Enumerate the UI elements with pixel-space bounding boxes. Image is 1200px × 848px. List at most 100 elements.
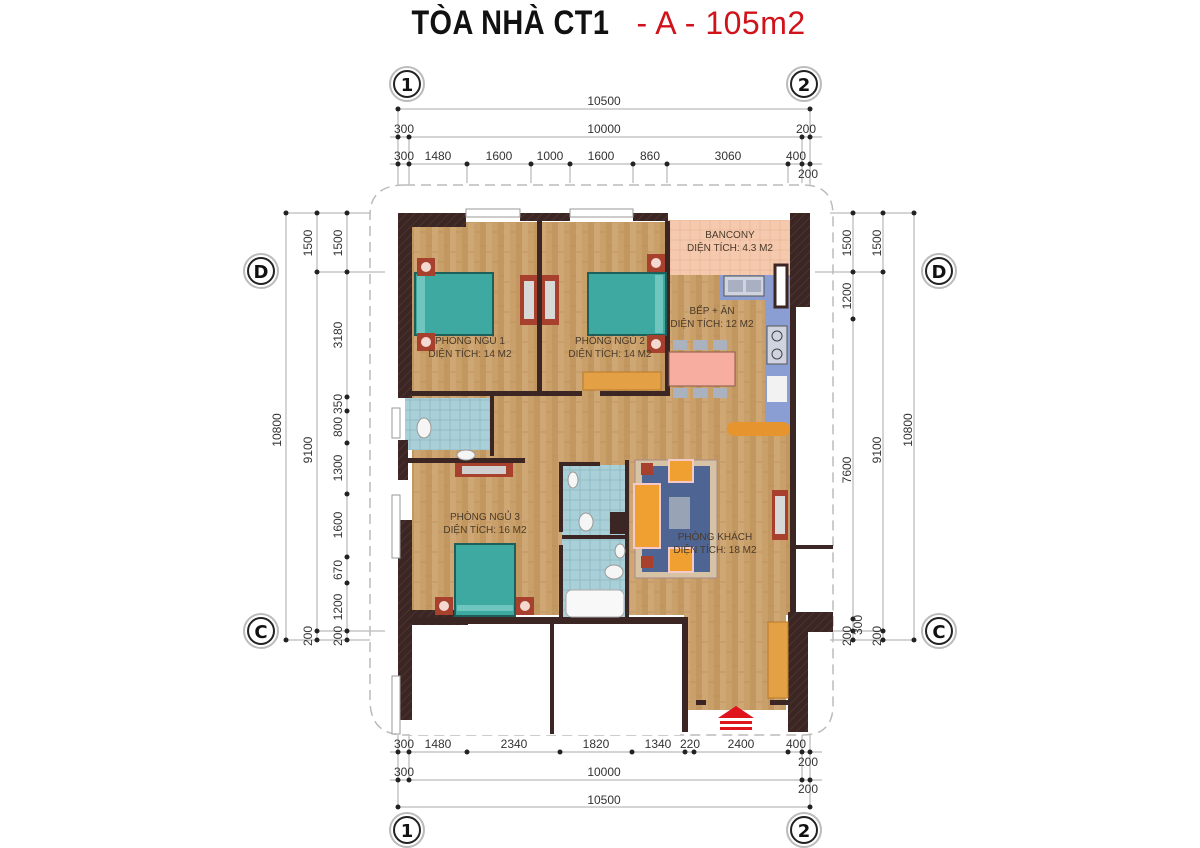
svg-text:1500: 1500	[331, 229, 345, 256]
top-dimensions: 10500 300 10000 200 300 1480 1600 1000 1…	[394, 94, 818, 181]
walls	[398, 213, 833, 732]
svg-text:D: D	[254, 262, 269, 283]
svg-text:200: 200	[798, 167, 818, 181]
right-dimensions: 10800 1500 9100 200 1500 1200 7600 300 2…	[840, 229, 915, 646]
stove-icon	[766, 325, 788, 365]
entrance-arrow-icon	[718, 706, 754, 730]
washbasin-3-icon	[614, 543, 626, 559]
room-name-kitchen: BẾP + ĂN	[689, 304, 734, 317]
wardrobe-1-icon	[520, 275, 559, 325]
bottom-dimensions: 300 1480 2340 1820 1340 220 2400 400 200…	[394, 737, 818, 807]
svg-text:10800: 10800	[270, 413, 284, 447]
room-name-bedroom-3: PHÒNG NGỦ 3	[450, 510, 520, 523]
wardrobe-3-icon	[455, 463, 513, 477]
svg-text:10800: 10800	[901, 413, 915, 447]
building-outline	[369, 184, 834, 736]
unit-type-area: - A - 105m2	[627, 5, 806, 41]
living-set-icon	[633, 459, 718, 579]
svg-text:1: 1	[401, 821, 414, 842]
room-name-bedroom-2: PHÒNG NGỦ 2	[575, 334, 645, 347]
grid-axis-d-left: D	[243, 253, 279, 289]
left-dimensions: 10800 1500 9100 200 1500 3180 350 800 13…	[270, 229, 345, 646]
svg-text:1000: 1000	[537, 149, 564, 163]
svg-text:10500: 10500	[587, 94, 621, 108]
svg-text:350: 350	[331, 394, 345, 414]
room-name-living-room: PHÒNG KHÁCH	[678, 530, 752, 543]
svg-text:1200: 1200	[331, 593, 345, 620]
desk-icon	[582, 371, 662, 391]
svg-text:1600: 1600	[331, 511, 345, 538]
windows	[391, 208, 789, 735]
svg-text:1500: 1500	[840, 229, 854, 256]
svg-text:9100: 9100	[870, 436, 884, 463]
svg-text:300: 300	[394, 765, 414, 779]
bar-counter-icon	[727, 422, 790, 436]
bed-1-icon	[414, 258, 494, 351]
washbasin-2-icon	[567, 471, 579, 489]
svg-text:2340: 2340	[501, 737, 528, 751]
interior-walls	[405, 221, 833, 734]
svg-text:670: 670	[331, 560, 345, 580]
shoe-cabinet-icon	[767, 621, 789, 699]
svg-text:200: 200	[798, 782, 818, 796]
svg-text:200: 200	[301, 626, 315, 646]
room-name-balcony: BANCONY	[705, 230, 755, 241]
room-area-bedroom-1: DIỆN TÍCH: 14 M2	[428, 347, 512, 360]
tv-cabinet-icon	[772, 490, 788, 540]
svg-text:1480: 1480	[425, 149, 452, 163]
svg-text:800: 800	[331, 417, 345, 437]
fridge-icon	[767, 376, 787, 402]
svg-text:C: C	[254, 622, 267, 643]
toilet-2-icon	[578, 512, 594, 532]
svg-text:200: 200	[798, 755, 818, 769]
shaft	[610, 512, 625, 534]
bed-3-icon	[435, 543, 534, 617]
svg-text:200: 200	[331, 626, 345, 646]
room-area-balcony: DIỆN TÍCH: 4.3 M2	[687, 241, 773, 254]
svg-text:1: 1	[401, 75, 414, 96]
svg-text:300: 300	[394, 737, 414, 751]
svg-text:1600: 1600	[588, 149, 615, 163]
room-name-bedroom-1: PHÒNG NGỦ 1	[435, 334, 505, 347]
svg-text:200: 200	[796, 122, 816, 136]
svg-text:1480: 1480	[425, 737, 452, 751]
svg-text:2: 2	[798, 821, 811, 842]
svg-text:3060: 3060	[715, 149, 742, 163]
grid-axis-1-bottom: 1	[389, 812, 425, 848]
svg-text:10500: 10500	[587, 793, 621, 807]
svg-text:9100: 9100	[301, 436, 315, 463]
balcony-floor	[668, 220, 790, 275]
svg-text:1340: 1340	[645, 737, 672, 751]
svg-text:400: 400	[786, 737, 806, 751]
svg-text:400: 400	[786, 149, 806, 163]
svg-text:2: 2	[798, 75, 811, 96]
svg-text:300: 300	[394, 122, 414, 136]
washbasin-1-icon	[456, 449, 476, 461]
toilet-1-icon	[416, 417, 432, 439]
dining-table-icon	[668, 340, 736, 398]
room-area-bedroom-3: DIỆN TÍCH: 16 M2	[443, 523, 527, 536]
grid-axis-d-right: D	[921, 253, 957, 289]
grid-axis-2-top: 2	[786, 66, 822, 102]
svg-text:3180: 3180	[331, 321, 345, 348]
room-area-kitchen: DIỆN TÍCH: 12 M2	[670, 317, 754, 330]
svg-text:1500: 1500	[301, 229, 315, 256]
svg-text:860: 860	[640, 149, 660, 163]
grid-axis-2-bottom: 2	[786, 812, 822, 848]
svg-text:300: 300	[394, 149, 414, 163]
svg-text:C: C	[932, 622, 945, 643]
bathtub-icon	[565, 589, 625, 618]
svg-text:1300: 1300	[331, 454, 345, 481]
toilet-3-icon	[604, 564, 624, 580]
svg-text:2400: 2400	[728, 737, 755, 751]
sink-icon	[723, 275, 765, 297]
svg-text:7600: 7600	[840, 456, 854, 483]
svg-text:1820: 1820	[583, 737, 610, 751]
grid-axis-1-top: 1	[389, 66, 425, 102]
svg-text:200: 200	[870, 626, 884, 646]
svg-text:200: 200	[840, 626, 854, 646]
plan-title: TÒA NHÀ CT1 - A - 105m2	[0, 4, 1200, 43]
grid-axis-c-left: C	[243, 613, 279, 649]
building-name: TÒA NHÀ CT1	[411, 4, 610, 42]
